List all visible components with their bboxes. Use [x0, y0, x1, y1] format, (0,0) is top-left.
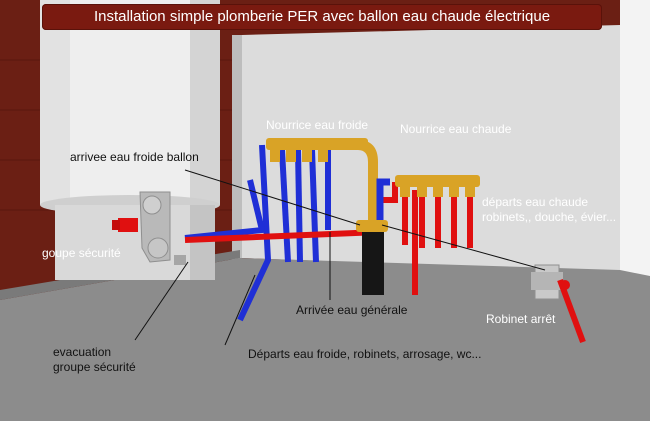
water-heater-tank	[40, 0, 220, 280]
label-drain-line2: groupe sécurité	[53, 360, 136, 374]
leader-lines	[134, 169, 546, 346]
safety-group	[112, 191, 186, 265]
page-title: Installation simple plomberie PER avec b…	[93, 8, 551, 25]
stop-valve	[531, 264, 586, 344]
back-panel-edge	[232, 35, 242, 262]
label-hot-departures-line2: robinets,, douche, évier...	[482, 210, 617, 224]
label-safety-group: goupe sécurité	[42, 246, 121, 260]
label-hot-manifold: Nourrice eau chaude	[400, 122, 512, 136]
label-main-inlet: Arrivée eau générale	[296, 303, 408, 317]
title-bar: Installation simple plomberie PER avec b…	[42, 4, 602, 30]
label-cold-departures: Départs eau froide, robinets, arrosage, …	[248, 347, 482, 361]
cold-manifold-brass	[266, 138, 378, 225]
main-inlet-pipe	[356, 220, 388, 295]
blue-feed-pipe	[376, 178, 390, 228]
label-hot-departures-line1: départs eau chaude	[482, 195, 589, 209]
label-cold-manifold: Nourrice eau froide	[266, 118, 369, 132]
back-panel	[242, 25, 620, 272]
hot-manifold-brass	[395, 175, 480, 197]
label-drain-line1: evacuation	[53, 345, 112, 359]
label-tank-inlet: arrivee eau froide ballon	[70, 150, 199, 164]
cold-manifold-pipes	[184, 144, 331, 322]
label-stop-valve: Robinet arrêt	[486, 312, 556, 326]
right-pillar	[620, 0, 650, 340]
